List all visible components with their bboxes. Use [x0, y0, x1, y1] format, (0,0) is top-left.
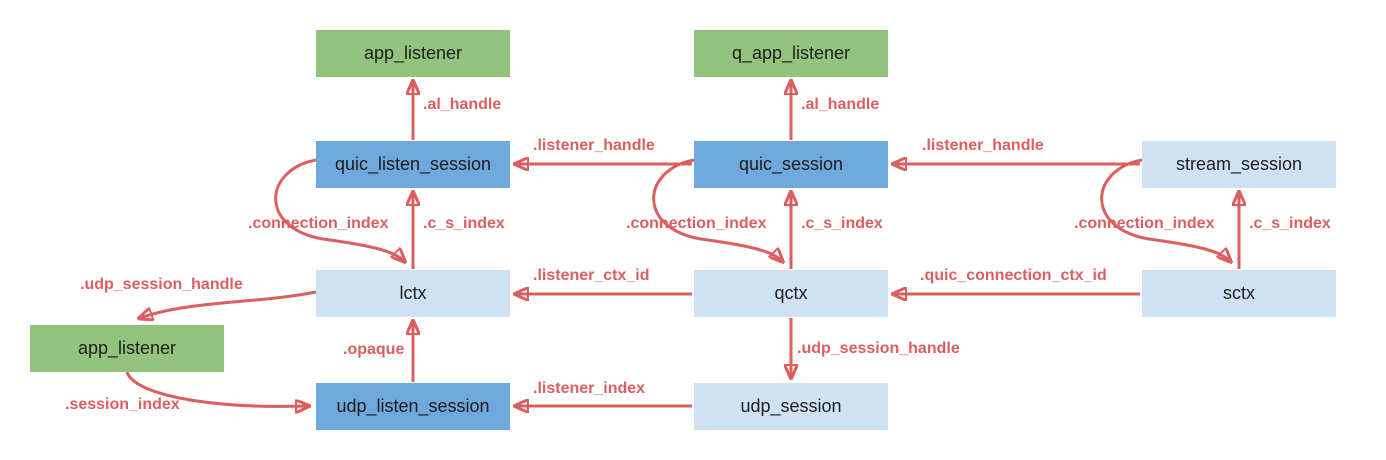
node-app-listener-bottom: app_listener [30, 325, 224, 372]
edge-label-c-s-index-2: .c_s_index [801, 215, 883, 232]
edge-label-connection-index-1: .connection_index [248, 215, 389, 232]
node-quic-listen-session: quic_listen_session [316, 141, 510, 188]
edge-label-c-s-index-3: .c_s_index [1249, 215, 1331, 232]
edge-label-listener-index: .listener_index [533, 380, 646, 397]
edge-label-c-s-index-1: .c_s_index [423, 215, 505, 232]
arrow-session-index [125, 371, 308, 406]
arrow-udp-session-handle-1 [140, 290, 317, 318]
node-qctx: qctx [694, 270, 888, 317]
node-udp-listen-session: udp_listen_session [316, 383, 510, 430]
edge-label-listener-handle-2: .listener_handle [922, 137, 1044, 154]
edge-label-udp-session-handle-2: .udp_session_handle [797, 340, 960, 357]
node-app-listener-top: app_listener [316, 30, 510, 77]
edge-label-al-handle-2: .al_handle [801, 96, 880, 113]
edge-label-listener-handle-1: .listener_handle [533, 137, 655, 154]
arrow-connection-index-1 [274, 158, 404, 261]
node-udp-session: udp_session [694, 383, 888, 430]
node-sctx: sctx [1142, 270, 1336, 317]
edge-label-connection-index-3: .connection_index [1074, 215, 1215, 232]
edge-label-listener-ctx-id: .listener_ctx_id [533, 267, 650, 284]
arrow-connection-index-3 [1100, 158, 1230, 261]
edge-label-udp-session-handle-1: .udp_session_handle [80, 276, 243, 293]
node-lctx: lctx [316, 270, 510, 317]
node-q-app-listener: q_app_listener [694, 30, 888, 77]
edge-label-session-index: .session_index [65, 396, 180, 413]
arrow-connection-index-2 [652, 158, 782, 261]
edge-label-connection-index-2: .connection_index [626, 215, 767, 232]
node-quic-session: quic_session [694, 141, 888, 188]
edge-label-quic-connection-ctx-id: .quic_connection_ctx_id [920, 267, 1107, 284]
node-stream-session: stream_session [1142, 141, 1336, 188]
edge-label-opaque: .opaque [343, 341, 405, 358]
edge-label-al-handle-1: .al_handle [423, 96, 502, 113]
